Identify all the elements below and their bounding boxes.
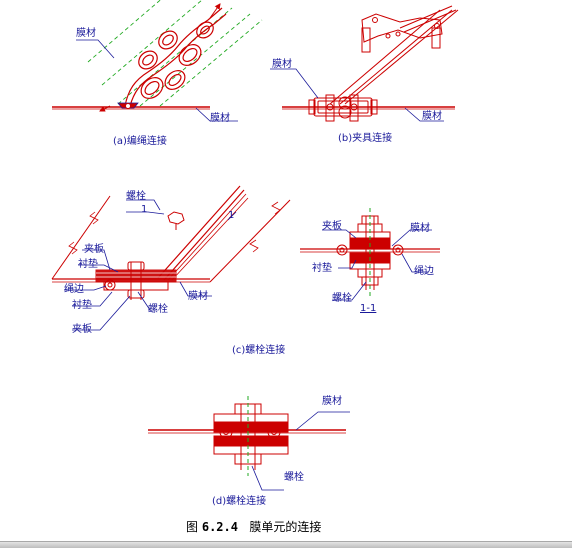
label-bolt-c2: 螺栓 (148, 304, 168, 315)
label-clamp-plate-s: 夹板 (322, 221, 342, 232)
figure-prefix: 图 (186, 520, 199, 534)
label-rope-edge-c1: 绳边 (64, 284, 84, 295)
panel-b-clamp (270, 5, 459, 122)
label-section-mark-c2: 1 (228, 210, 235, 221)
label-section-mark-c1: 1 (141, 204, 148, 215)
panel-a-lacing (52, 0, 263, 122)
caption-c: (c)螺栓连接 (232, 345, 286, 356)
label-liner-pad-s: 衬垫 (312, 263, 332, 274)
label-membrane-a2: 膜材 (210, 113, 230, 124)
label-membrane-c1: 膜材 (188, 291, 208, 302)
label-section-ref: 1-1 (360, 303, 377, 314)
label-bolt-c1: 螺栓 (126, 191, 146, 202)
label-rope-edge-s: 绳边 (414, 266, 434, 277)
label-liner-pad-c1: 衬垫 (78, 259, 98, 270)
label-membrane-d: 膜材 (322, 396, 342, 407)
label-membrane-b2: 膜材 (422, 111, 442, 122)
label-clamp-plate-c2: 夹板 (72, 324, 92, 335)
window-bottom-edge (0, 541, 572, 548)
figure-title-text: 膜单元的连接 (249, 520, 322, 534)
label-liner-pad-c2: 衬垫 (72, 300, 92, 311)
caption-d: (d)螺栓连接 (212, 496, 267, 507)
label-bolt-d: 螺栓 (284, 472, 304, 483)
label-membrane-a1: 膜材 (76, 28, 96, 39)
label-membrane-s: 膜材 (410, 223, 430, 234)
panel-c-bolt-perspective (51, 185, 291, 331)
label-membrane-b1: 膜材 (272, 59, 292, 70)
figure-title: 图 6.2.4 膜单元的连接 (186, 518, 321, 535)
panel-d-bolt (148, 396, 350, 491)
caption-b: (b)夹具连接 (338, 133, 393, 144)
caption-a: (a)编绳连接 (113, 136, 167, 147)
figure-number: 6.2.4 (201, 520, 238, 534)
panel-c-section (300, 208, 440, 301)
label-clamp-plate-c1: 夹板 (84, 244, 104, 255)
label-bolt-s: 螺栓 (332, 293, 352, 304)
